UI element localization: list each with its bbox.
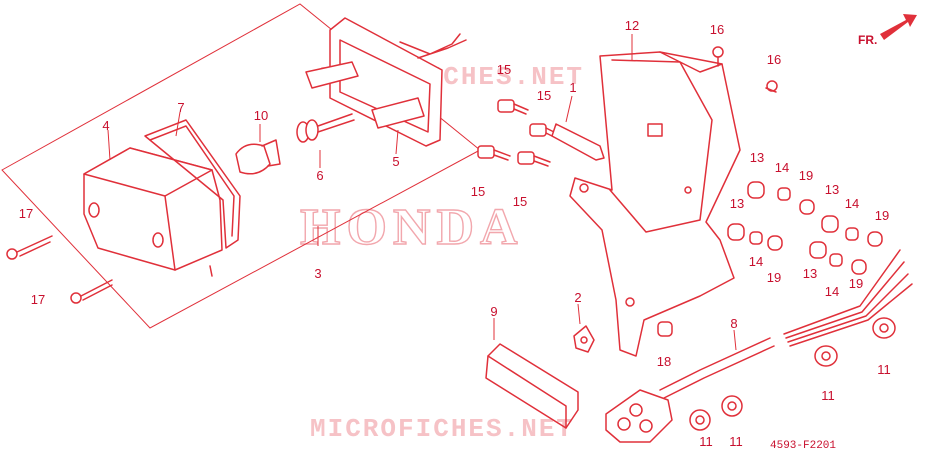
figure-code: 4593-F2201 bbox=[770, 440, 836, 452]
collar-19-d bbox=[851, 259, 867, 275]
watermark-center: HONDA bbox=[300, 199, 524, 256]
callout-3: 3 bbox=[314, 266, 321, 281]
callout-15-a: 15 bbox=[497, 62, 511, 77]
collar-13-c bbox=[821, 215, 839, 233]
callout-14-b: 14 bbox=[749, 254, 763, 269]
callout-7: 7 bbox=[177, 100, 184, 115]
license-bracket bbox=[569, 51, 741, 357]
collar-13-a bbox=[747, 181, 765, 199]
callout-5: 5 bbox=[392, 154, 399, 169]
callout-10: 10 bbox=[254, 108, 268, 123]
callout-19-c: 19 bbox=[875, 208, 889, 223]
callout-8: 8 bbox=[730, 316, 737, 331]
collar-19-b bbox=[767, 235, 783, 251]
direction-label: FR. bbox=[858, 33, 877, 47]
callout-11-a: 11 bbox=[699, 434, 713, 449]
screw-17-upper bbox=[6, 235, 53, 260]
grommet-11-a bbox=[689, 409, 711, 431]
bolt-16-upper bbox=[712, 46, 724, 67]
light-stay bbox=[551, 123, 605, 161]
callout-13-c: 13 bbox=[825, 182, 839, 197]
callout-19-b: 19 bbox=[767, 270, 781, 285]
callout-19-a: 19 bbox=[799, 168, 813, 183]
callout-12: 12 bbox=[625, 18, 639, 33]
callout-1: 1 bbox=[569, 80, 576, 95]
callout-18: 18 bbox=[657, 354, 671, 369]
reflector bbox=[485, 343, 579, 429]
bolt-16-lower bbox=[765, 80, 778, 93]
collar-19-c bbox=[867, 231, 883, 247]
bolt-15-c bbox=[477, 145, 511, 161]
leader-4 bbox=[107, 129, 111, 161]
callout-11-b: 11 bbox=[729, 434, 743, 449]
collar-14-c bbox=[845, 227, 859, 241]
wire-clip bbox=[573, 325, 595, 353]
leader-1 bbox=[565, 95, 573, 123]
callout-4: 4 bbox=[102, 118, 109, 133]
callout-16-b: 16 bbox=[767, 52, 781, 67]
callout-2: 2 bbox=[574, 290, 581, 305]
callout-9: 9 bbox=[490, 304, 497, 319]
leader-5 bbox=[395, 129, 399, 155]
callout-15-d: 15 bbox=[513, 194, 527, 209]
bolt-15-a bbox=[497, 99, 529, 115]
callout-13-d: 13 bbox=[803, 266, 817, 281]
bulb bbox=[235, 139, 281, 175]
callout-6: 6 bbox=[316, 168, 323, 183]
bulb-socket bbox=[296, 113, 355, 143]
callout-14-d: 14 bbox=[825, 284, 839, 299]
callout-14-c: 14 bbox=[845, 196, 859, 211]
bolt-15-d bbox=[517, 151, 551, 167]
callout-17-a: 17 bbox=[19, 206, 33, 221]
callout-17-b: 17 bbox=[31, 292, 45, 307]
grommet-11-d bbox=[872, 317, 896, 339]
callout-15-b: 15 bbox=[537, 88, 551, 103]
nut-18 bbox=[657, 321, 673, 337]
collar-14-b bbox=[749, 231, 763, 245]
watermark-bottom: MICROFICHES.NET bbox=[310, 414, 574, 444]
callout-19-d: 19 bbox=[849, 276, 863, 291]
callout-15-c: 15 bbox=[471, 184, 485, 199]
callout-13-b: 13 bbox=[730, 196, 744, 211]
callout-11-c: 11 bbox=[821, 388, 835, 403]
wire-harness bbox=[605, 249, 913, 443]
callout-14-a: 14 bbox=[775, 160, 789, 175]
callout-13-a: 13 bbox=[750, 150, 764, 165]
lens-gasket bbox=[144, 119, 241, 249]
leader-8 bbox=[733, 329, 737, 351]
grommet-11-c bbox=[814, 345, 838, 367]
grommet-11-b bbox=[721, 395, 743, 417]
leader-7 bbox=[175, 111, 181, 137]
collar-13-b bbox=[727, 223, 745, 241]
collar-13-d bbox=[809, 241, 827, 259]
callout-16-a: 16 bbox=[710, 22, 724, 37]
collar-14-d bbox=[829, 253, 843, 267]
leader-2 bbox=[577, 303, 581, 325]
screw-17-lower bbox=[70, 279, 113, 304]
collar-14-a bbox=[777, 187, 791, 201]
taillight-housing bbox=[305, 17, 467, 147]
collar-19-a bbox=[799, 199, 815, 215]
callout-11-d: 11 bbox=[877, 362, 891, 377]
taillight-lens bbox=[83, 147, 223, 277]
front-direction-arrow: FR. bbox=[858, 14, 917, 47]
